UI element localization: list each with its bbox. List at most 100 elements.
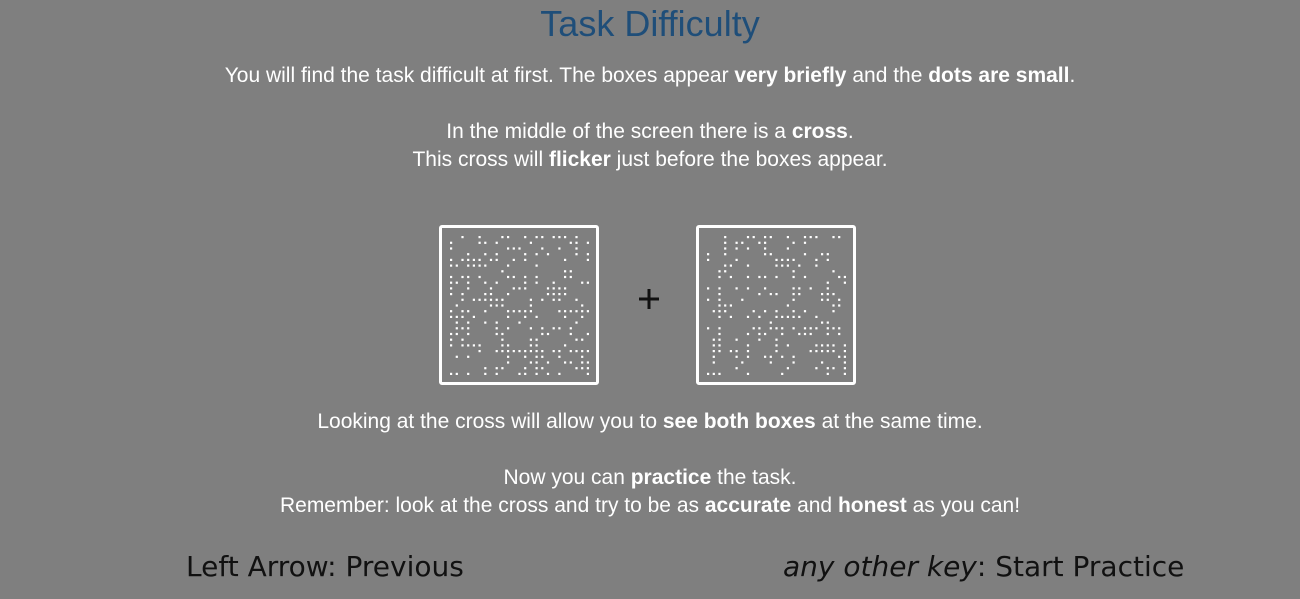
stimulus-dot [512,350,515,353]
stimulus-dot [586,361,589,364]
stimulus-dot [826,298,829,301]
nav-start-practice-hint[interactable]: any other key: Start Practice [783,549,1184,585]
stimulus-dot [764,332,767,336]
stimulus-dot [450,338,453,341]
stimulus-dot [535,281,538,284]
stimulus-dot [450,332,453,336]
stimulus-dot [843,344,846,347]
stimulus-dot [735,247,738,250]
stimulus-dot [535,264,538,267]
stimulus-dot [769,236,772,239]
stimulus-dot [524,287,527,290]
stimulus-dot [529,298,532,301]
stimulus-dot [541,236,544,239]
stimulus-dot [546,293,550,296]
stimulus-dot [832,304,835,307]
stimulus-dot [484,367,487,370]
instruction-text: . [847,120,854,143]
stimulus-dot [450,258,453,261]
stimulus-dot [575,350,578,353]
stimulus-dot [529,241,532,244]
stimulus-dot [815,350,818,353]
stimulus-dot [529,361,532,364]
stimulus-dot [729,275,732,279]
stimulus-dot [558,327,561,330]
stimulus-dot [478,258,481,261]
stimulus-dot [792,270,795,273]
stimulus-dot [838,304,841,307]
stimulus-dot [781,258,784,261]
emphasis-text: see both boxes [662,410,816,433]
stimulus-dot [461,344,464,347]
dot-box-right [696,225,856,385]
stimulus-dot [455,327,458,330]
stimulus-dot [724,264,727,267]
stimulus-dot [815,236,818,239]
stimulus-dot [501,350,504,353]
stimulus-dot [707,258,710,261]
stimulus-dot [803,275,807,279]
stimulus-dot [838,327,841,330]
stimulus-dot [478,264,481,267]
stimulus-dot [712,344,715,347]
stimulus-dot [758,338,761,341]
instruction-practice: Now you can practice the task. [0,466,1300,490]
stimulus-dot [815,344,818,347]
stimulus-dot [564,344,567,347]
stimulus-dot [564,258,567,261]
stimulus-dot [467,264,470,267]
stimulus-dot [478,275,481,279]
stimulus-dot [724,236,727,239]
stimulus-dot [809,236,812,239]
stimulus-dot [495,372,498,375]
stimulus-dot [718,315,721,318]
stimulus-dot [838,332,841,336]
stimulus-dot [461,310,464,313]
stimulus-dot [718,304,721,307]
stimulus-dot [524,372,527,375]
stimulus-dot [586,281,589,284]
stimulus-dot [798,264,801,267]
stimulus-dot [467,372,470,375]
stimulus-dot [524,253,527,256]
stimulus-dot [821,361,824,364]
stimulus-dot [826,327,829,330]
stimulus-dot [764,236,767,239]
stimulus-dot [832,310,835,313]
stimulus-dot [769,361,772,364]
stimulus-dot [507,344,510,347]
stimulus-dot [501,344,504,347]
stimulus-dot [455,281,458,284]
stimulus-dot [478,236,481,239]
stimulus-dot [552,281,555,284]
stimulus-dot [809,350,812,353]
stimulus-dot [524,350,527,353]
emphasis-text: practice [630,466,712,489]
stimulus-dot [484,298,487,301]
stimulus-dot [529,304,532,307]
instruction-text: This cross will [412,148,549,171]
stimulus-dot [832,327,835,330]
stimulus-dot [758,241,761,244]
stimulus-dot [535,344,538,347]
stimulus-dot [758,275,761,279]
stimulus-dot [507,355,510,358]
stimulus-dot [467,287,470,290]
stimulus-dot [718,293,721,296]
stimulus-dot [564,361,567,364]
instruction-text: Looking at the cross will allow you to [317,410,663,433]
nav-previous-hint[interactable]: Left Arrow: Previous [186,549,464,585]
stimulus-dot [541,355,544,358]
emphasis-text: dots are small [928,64,1070,87]
stimulus-dot [461,293,464,296]
stimulus-dot [484,321,487,324]
stimulus-dot [718,350,721,353]
stimulus-dot [552,236,555,239]
stimulus-dot [826,367,829,370]
stimulus-dot [826,253,829,256]
stimulus-dot [455,372,458,375]
stimulus-dot [775,310,778,313]
stimulus-dot [450,372,453,375]
stimulus-dot [826,293,829,296]
stimulus-dot [524,367,527,370]
